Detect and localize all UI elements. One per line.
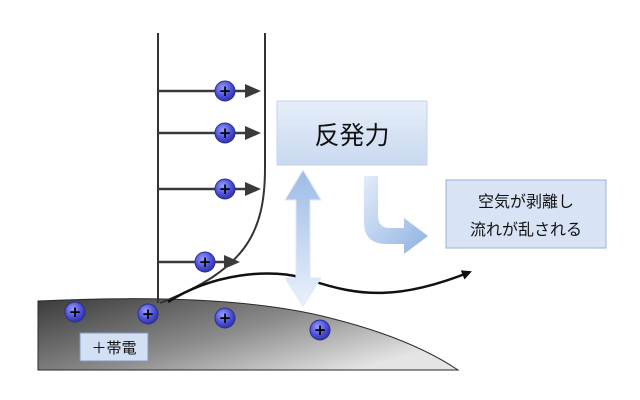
svg-text:+: + (199, 253, 212, 271)
svg-text:+: + (219, 309, 232, 327)
plus-circle-icon: + (64, 301, 86, 323)
charge-label: ＋帯電 (91, 339, 136, 357)
separation-label-line2: 流れが乱される (470, 220, 582, 239)
plus-circle-icon: + (214, 80, 236, 102)
svg-text:+: + (69, 303, 82, 321)
svg-text:+: + (219, 180, 232, 198)
repulsion-label: 反発力 (314, 121, 389, 150)
plus-circle-icon: + (214, 178, 236, 200)
disturbance-bent-arrow (364, 176, 428, 254)
separation-box (445, 179, 607, 249)
svg-text:+: + (142, 305, 155, 323)
plus-circle-icon: + (309, 319, 331, 341)
svg-text:+: + (314, 321, 327, 339)
plus-circle-icon: + (137, 303, 159, 325)
charge-label-box (79, 332, 149, 362)
plus-circle-icon: + (214, 122, 236, 144)
plus-circle-icon: + (194, 251, 216, 273)
plus-circle-icon: + (214, 307, 236, 329)
svg-text:+: + (219, 82, 232, 100)
repulsion-box (276, 100, 428, 166)
separation-label-line1: 空気が剥離し (478, 192, 574, 211)
repulsion-double-arrow (284, 169, 322, 307)
svg-text:+: + (219, 124, 232, 142)
